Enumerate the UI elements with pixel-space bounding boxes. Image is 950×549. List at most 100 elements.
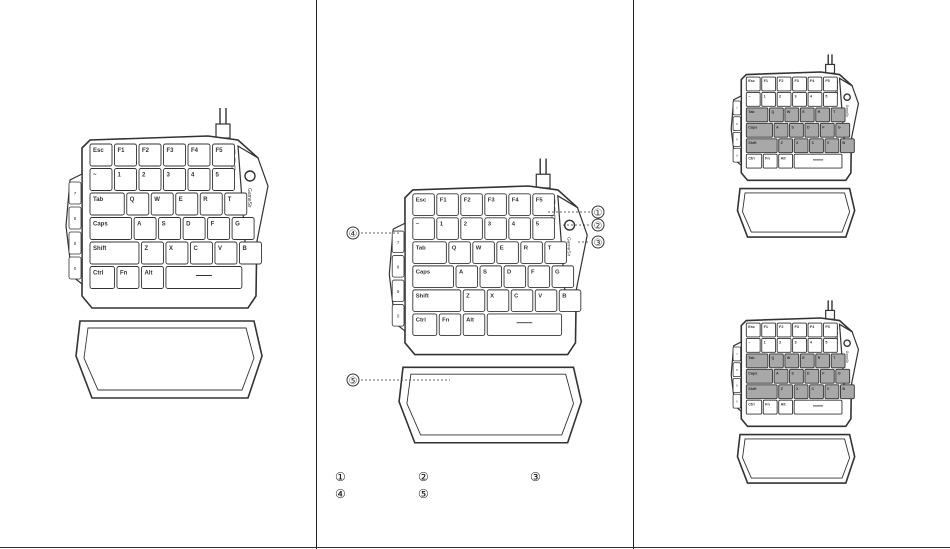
key bbox=[745, 399, 763, 415]
key bbox=[508, 193, 531, 216]
key-label: Tab bbox=[748, 356, 755, 360]
key-label: R bbox=[524, 246, 529, 252]
brand-text: GameSir bbox=[845, 351, 849, 363]
key bbox=[793, 138, 809, 154]
key bbox=[508, 217, 531, 240]
key-label: D bbox=[186, 222, 191, 228]
key bbox=[460, 193, 483, 216]
palm-rest bbox=[75, 320, 263, 399]
key-label: F2 bbox=[142, 148, 150, 154]
key bbox=[412, 217, 435, 240]
key-label: Q bbox=[452, 246, 457, 252]
key bbox=[163, 168, 186, 191]
key bbox=[835, 122, 851, 138]
key bbox=[527, 265, 551, 288]
key-label: F4 bbox=[810, 79, 815, 83]
key-label: D bbox=[807, 125, 810, 129]
side-key bbox=[732, 393, 742, 409]
key-label: E bbox=[802, 356, 805, 360]
key-label: F4 bbox=[810, 325, 815, 329]
side-key bbox=[732, 132, 742, 147]
key bbox=[89, 143, 113, 167]
key-label: 2 bbox=[779, 95, 781, 99]
callout-label: ④ bbox=[349, 229, 358, 240]
key bbox=[189, 241, 213, 265]
side-key bbox=[732, 346, 742, 362]
callout-label: ① bbox=[594, 208, 603, 219]
key-label: Alt bbox=[466, 318, 474, 324]
key-label: 2 bbox=[779, 341, 781, 345]
key bbox=[769, 107, 784, 123]
key-label: V bbox=[827, 387, 830, 391]
key bbox=[89, 217, 133, 240]
key-label: Esc bbox=[748, 79, 755, 83]
key-label: 1 bbox=[764, 341, 766, 345]
key bbox=[462, 289, 486, 312]
side-key bbox=[68, 231, 82, 255]
key-label: Tab bbox=[93, 197, 104, 203]
key-label: ~ bbox=[748, 341, 751, 345]
callout-label: ② bbox=[594, 221, 603, 232]
key bbox=[199, 192, 223, 216]
key bbox=[496, 241, 519, 264]
divider-left bbox=[316, 0, 317, 549]
key-label: R bbox=[203, 197, 208, 203]
key bbox=[544, 241, 567, 264]
key bbox=[231, 217, 255, 240]
key-label: F1 bbox=[764, 79, 768, 83]
key bbox=[761, 92, 777, 107]
key-label: V bbox=[218, 246, 222, 252]
key-label: Q bbox=[130, 197, 135, 203]
side-key bbox=[732, 116, 742, 131]
side-key-label: 0 bbox=[736, 153, 738, 157]
cable-connector bbox=[535, 173, 551, 189]
key bbox=[89, 168, 113, 191]
callout-label: ③ bbox=[594, 238, 603, 249]
key-label: 5 bbox=[825, 95, 827, 99]
key-label: Tab bbox=[748, 110, 755, 114]
key bbox=[214, 241, 238, 265]
side-key-label: 7 bbox=[74, 191, 77, 196]
callout-circle bbox=[591, 218, 605, 232]
side-key-label: 8 bbox=[74, 216, 77, 221]
key bbox=[745, 122, 773, 138]
key bbox=[532, 193, 555, 216]
key-label: Q bbox=[771, 110, 774, 114]
key bbox=[462, 313, 486, 336]
key bbox=[769, 353, 784, 369]
key-label: F bbox=[822, 125, 825, 129]
key bbox=[532, 217, 555, 240]
key-label: T bbox=[228, 197, 232, 203]
key bbox=[187, 143, 211, 167]
side-key-label: 9 bbox=[736, 384, 738, 388]
key-label: Q bbox=[771, 356, 774, 360]
key-label: A bbox=[137, 222, 142, 228]
key-label: Ctrl bbox=[416, 318, 426, 324]
callout-label: ⑤ bbox=[349, 376, 358, 387]
key bbox=[212, 168, 235, 191]
logo-icon bbox=[244, 170, 256, 182]
key-label: F1 bbox=[764, 325, 768, 329]
key bbox=[510, 289, 534, 312]
key-label: X bbox=[796, 141, 799, 145]
key bbox=[776, 92, 792, 107]
side-key bbox=[732, 147, 742, 163]
key-label: F2 bbox=[464, 198, 472, 204]
key bbox=[745, 153, 763, 169]
key bbox=[807, 92, 823, 107]
side-key bbox=[391, 279, 405, 303]
key bbox=[207, 217, 231, 240]
legend-1: ① bbox=[335, 470, 346, 484]
callout-circle bbox=[591, 235, 605, 249]
key-label: 3 bbox=[794, 341, 796, 345]
key bbox=[773, 122, 789, 138]
key bbox=[448, 241, 471, 264]
key-label: Shift bbox=[748, 141, 757, 145]
key bbox=[819, 368, 835, 384]
key-label: 2 bbox=[142, 173, 146, 179]
callout-circle bbox=[346, 373, 360, 387]
key-label: 3 bbox=[794, 95, 796, 99]
key-label: R bbox=[818, 110, 821, 114]
